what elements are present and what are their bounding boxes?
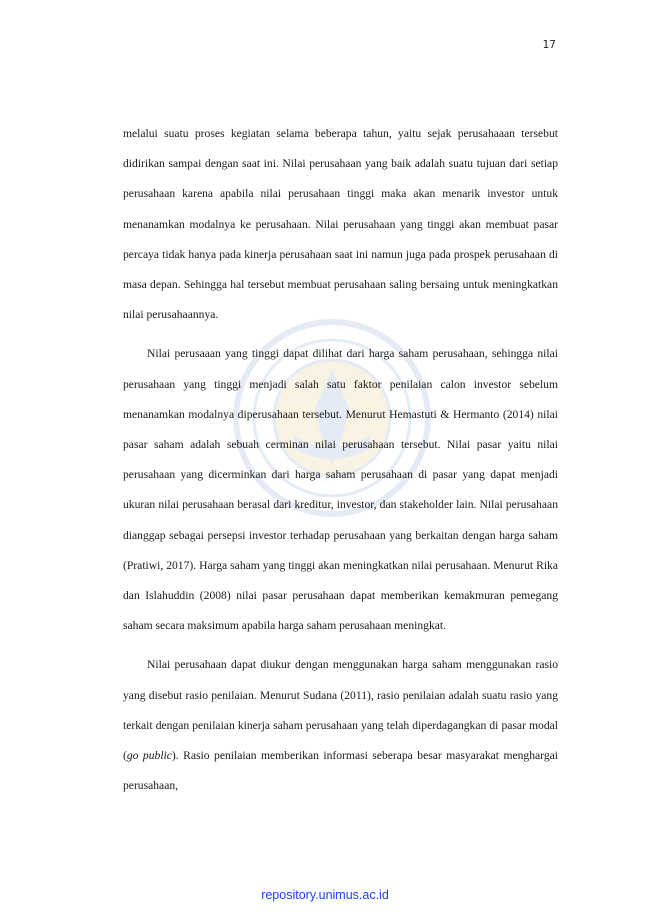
paragraph-3-text-before: Nilai perusahaan dapat diukur dengan men…	[123, 658, 558, 763]
body-text: melalui suatu proses kegiatan selama beb…	[123, 119, 558, 810]
paragraph-2: Nilai perusaaan yang tinggi dapat diliha…	[123, 347, 558, 633]
paragraph-3-italic-term: go public	[126, 749, 172, 763]
university-seal-icon	[233, 319, 431, 517]
repository-link[interactable]: repository.unimus.ac.id	[261, 888, 389, 902]
paragraph-3-text-after: ). Rasio penilaian memberikan informasi …	[123, 749, 558, 793]
paragraph-3: Nilai perusahaan dapat diukur dengan men…	[123, 650, 558, 801]
page-number: 17	[542, 39, 556, 51]
paragraph-1: melalui suatu proses kegiatan selama beb…	[123, 127, 558, 322]
